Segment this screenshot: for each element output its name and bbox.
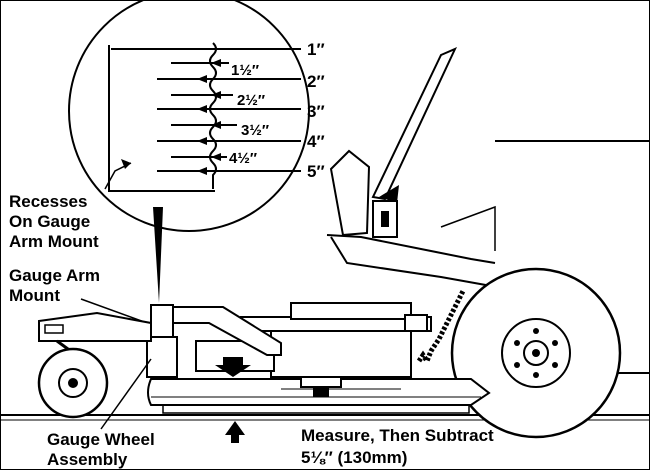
mount-outline	[108, 45, 215, 192]
scale-label-2: 2″	[307, 72, 325, 91]
tractor-rear-wheel	[450, 267, 622, 439]
scale-label-1-5: 1½″	[231, 62, 259, 79]
lift-spring	[416, 289, 466, 367]
gauge-wheel-label-line1: Gauge Wheel	[47, 430, 155, 449]
recesses-label-line2: On Gauge	[9, 212, 90, 231]
gauge-arm-mount-pointer	[80, 298, 148, 324]
magnifier-circle	[68, 1, 310, 303]
scale-arrow-6	[211, 121, 221, 129]
gauge-wheel-label-line2: Assembly	[47, 450, 128, 469]
mower-deck	[147, 302, 491, 414]
gauge-arm	[146, 304, 282, 378]
down-arrow	[215, 357, 251, 377]
up-arrow	[225, 421, 245, 443]
scale-arrow-7	[197, 137, 207, 145]
scale-label-5: 5″	[307, 162, 325, 181]
control-lever	[371, 47, 458, 201]
gauge-wheel-pointer	[100, 358, 152, 430]
measure-label-line2: 5⅛″ (130mm)	[301, 448, 407, 467]
scale-arrow-9	[197, 167, 207, 175]
scale-arrow-2	[211, 59, 221, 67]
scale-label-4-5: 4½″	[229, 150, 257, 167]
recesses-label-line3: Arm Mount	[9, 232, 99, 251]
scale-label-3-5: 3½″	[241, 122, 269, 139]
scale-arrow-4	[211, 91, 221, 99]
scale-arrow-8	[211, 153, 221, 161]
scale-arrow-3	[197, 75, 207, 83]
scale-label-1: 1″	[307, 40, 325, 59]
gauge-wheel-assembly	[37, 311, 152, 419]
recesses-label-line1: Recesses	[9, 192, 87, 211]
gauge-arm-mount-label-line1: Gauge Arm	[9, 266, 100, 285]
measure-label-line1: Measure, Then Subtract	[301, 426, 494, 445]
scale-label-4: 4″	[307, 132, 325, 151]
magnifier-cone	[153, 207, 163, 303]
scale-label-3: 3″	[307, 102, 325, 121]
scale-label-2-5: 2½″	[237, 92, 265, 109]
gauge-arm-mount-label-line2: Mount	[9, 286, 60, 305]
scale-arrow-5	[197, 105, 207, 113]
scale-lines	[111, 48, 301, 175]
